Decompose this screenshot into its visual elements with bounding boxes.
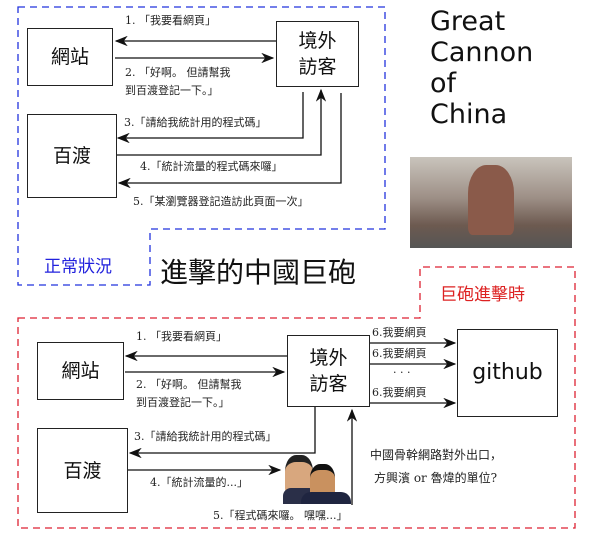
github-label: github <box>472 360 543 385</box>
normal-baidu-box: 百渡 <box>27 114 117 198</box>
request-label: 6.我要網頁 <box>372 326 427 339</box>
step-label: 1. 「我要看網頁」 <box>125 14 216 27</box>
title-line: Great <box>430 6 506 37</box>
step-label: 到百渡登記一下。」 <box>125 84 219 97</box>
step-label: 4.「統計流量的程式碼來囉」 <box>140 160 283 173</box>
officials-photo <box>283 454 351 504</box>
step-label: 5.「某瀏覽器登記造訪此頁面一次」 <box>133 195 309 208</box>
attack-visitor-box: 境外訪客 <box>287 335 370 407</box>
step-label: 2. 「好啊。 但請幫我 <box>125 66 231 79</box>
baidu-label: 百渡 <box>52 145 91 167</box>
step-label: 到百渡登記一下。」 <box>136 396 230 409</box>
baidu-label: 百渡 <box>63 459 102 482</box>
visitor-label: 境外 <box>298 30 337 52</box>
page-title: 進擊的中國巨砲 <box>160 256 357 289</box>
attack-website-box: 網站 <box>37 342 124 400</box>
website-label: 網站 <box>61 360 100 382</box>
step-label: 3.「請給我統計用的程式碼」 <box>134 430 277 443</box>
request-label: 6.我要網頁 <box>372 386 427 399</box>
normal-label: 正常狀況 <box>44 257 112 277</box>
step-label: 4.「統計流量的...」 <box>150 476 248 489</box>
title-line: of <box>430 68 457 99</box>
github-box: github <box>457 329 558 417</box>
attack-region-border <box>17 266 576 529</box>
normal-website-box: 網站 <box>27 28 113 86</box>
step-label: 5.「程式碼來囉。 嘿嘿...」 <box>213 509 348 522</box>
request-ellipsis: · · · <box>393 366 411 379</box>
attack-baidu-box: 百渡 <box>37 428 128 513</box>
request-label: 6.我要網頁 <box>372 347 427 360</box>
step-label: 2. 「好啊。 但請幫我 <box>136 378 242 391</box>
visitor-label: 訪客 <box>309 373 348 395</box>
note-text: 中國骨幹網路對外出口， <box>370 448 503 462</box>
normal-region-border <box>17 6 386 286</box>
website-label: 網站 <box>50 46 89 68</box>
title-line: Cannon <box>430 37 534 68</box>
titan-image <box>410 157 572 248</box>
normal-visitor-box: 境外訪客 <box>276 21 359 87</box>
step-label: 1. 「我要看網頁」 <box>136 330 227 343</box>
visitor-label: 訪客 <box>298 56 337 78</box>
attack-label: 巨砲進擊時 <box>440 285 525 305</box>
title-line: China <box>430 99 508 130</box>
step-label: 3.「請給我統計用的程式碼」 <box>124 116 267 129</box>
visitor-label: 境外 <box>309 347 348 369</box>
note-text: 方興濱 or 魯煒的單位? <box>374 471 498 485</box>
